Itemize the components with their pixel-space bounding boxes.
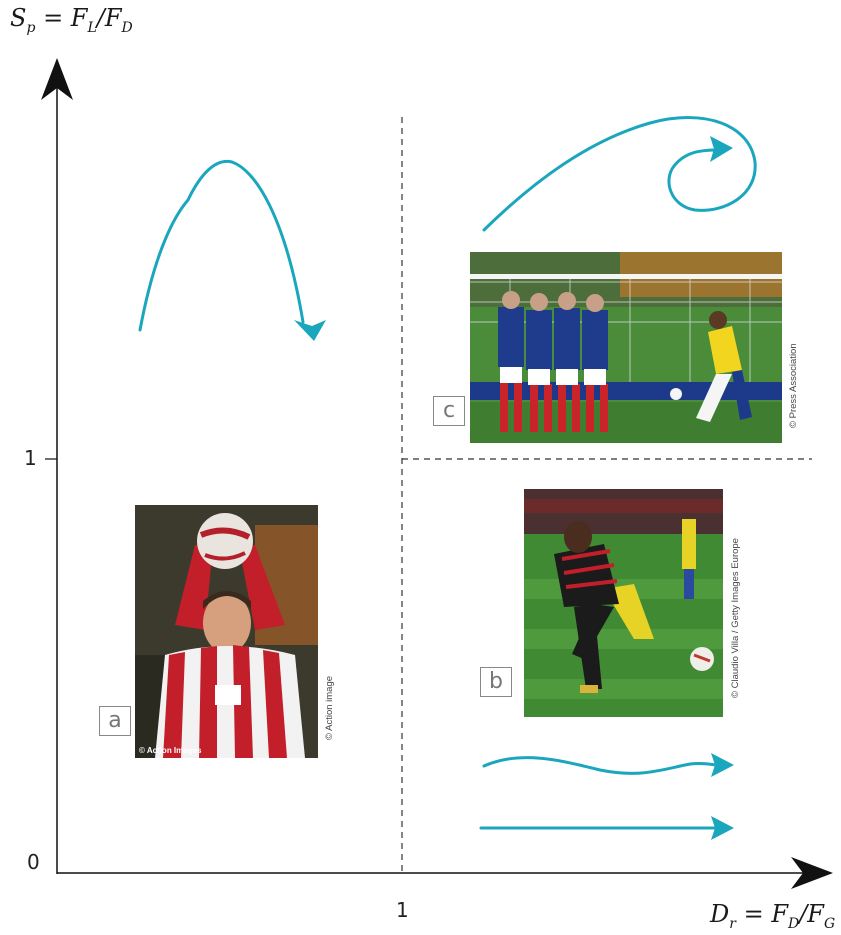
photo-b-shot: [524, 489, 723, 717]
spiral-trajectory: [484, 118, 755, 230]
x-axis-label: Dr = FD/FG: [710, 900, 835, 932]
wobbly-trajectory: [484, 758, 716, 774]
y-axis-label: Sp = FL/FD: [10, 4, 133, 36]
credit-c: © Press Association: [788, 343, 799, 428]
credit-b: © Claudio Villa / Getty Images Europe: [730, 538, 741, 698]
y-tick-label: 1: [24, 446, 37, 470]
label-c: c: [433, 396, 465, 426]
label-b: b: [480, 667, 512, 697]
photo-a-throw-in: © Action Images: [135, 505, 318, 758]
throw-in-illustration: [135, 505, 318, 758]
credit-a: © Action image: [324, 676, 335, 740]
free-kick-illustration: [470, 252, 782, 443]
shot-illustration: [524, 489, 723, 717]
photo-c-free-kick: [470, 252, 782, 443]
x-tick-label: 1: [396, 898, 409, 922]
label-a: a: [99, 706, 131, 736]
lob-trajectory: [140, 161, 303, 330]
lob-arrowhead: [294, 320, 326, 341]
photo-a-watermark: © Action Images: [139, 746, 202, 755]
origin-tick-label: 0: [27, 850, 40, 874]
